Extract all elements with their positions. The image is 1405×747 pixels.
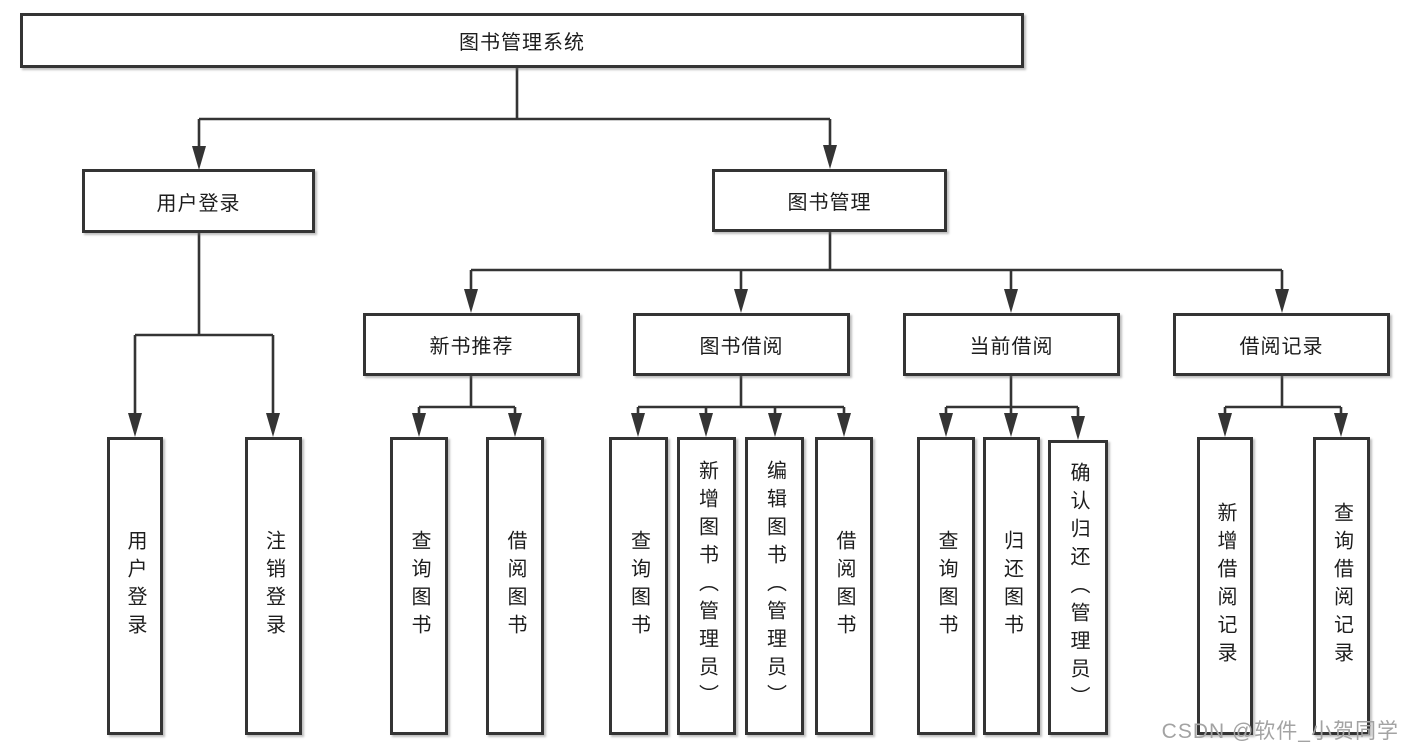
node-borrow-records: 借阅记录 <box>1173 313 1390 376</box>
arrowhead <box>266 413 280 437</box>
leaf-borrow-books: 借阅图书 <box>815 437 873 735</box>
connector-borrow-to-leaves <box>636 376 846 419</box>
leaf-recommend-query-books: 查询图书 <box>390 437 448 735</box>
arrowhead <box>128 413 142 437</box>
leaf-return-books: 归还图书 <box>983 437 1040 735</box>
leaf-add-books-admin: 新增图书（管理员） <box>677 437 736 735</box>
arrowhead <box>192 146 206 170</box>
leaf-confirm-return-admin: 确认归还（管理员） <box>1048 440 1108 735</box>
csdn-watermark: CSDN @软件_小贺同学 <box>1161 720 1399 743</box>
node-label: 归还图书 <box>1000 530 1023 642</box>
node-new-book-recommend: 新书推荐 <box>363 313 580 376</box>
node-label: 确认归还（管理员） <box>1067 461 1089 714</box>
node-label: 新书推荐 <box>429 336 514 358</box>
node-label: 图书管理系统 <box>459 32 585 54</box>
node-label: 查询图书 <box>408 530 430 642</box>
node-label: 图书借阅 <box>699 336 784 358</box>
node-label: 借阅图书 <box>833 530 855 642</box>
node-root-library-system: 图书管理系统 <box>20 13 1024 68</box>
arrowhead <box>508 413 522 437</box>
connector-newbook-to-leaves <box>417 376 517 419</box>
node-label: 注销登录 <box>262 530 285 642</box>
arrowhead <box>1218 413 1232 437</box>
node-label: 新增借阅记录 <box>1214 502 1236 670</box>
node-label: 图书管理 <box>787 192 872 214</box>
arrowhead <box>837 413 851 437</box>
node-label: 用户登录 <box>156 192 241 215</box>
connector-userlogin-to-leaves <box>133 233 275 419</box>
leaf-user-login: 用户登录 <box>107 437 163 735</box>
node-label: 编辑图书（管理员） <box>763 460 786 712</box>
node-book-borrow: 图书借阅 <box>633 313 850 376</box>
node-user-login: 用户登录 <box>82 169 315 233</box>
connector-current-to-leaves <box>944 376 1080 422</box>
leaf-edit-books-admin: 编辑图书（管理员） <box>745 437 804 735</box>
arrowhead <box>412 413 426 437</box>
leaf-borrow-query-books: 查询图书 <box>609 437 668 735</box>
arrowhead <box>734 289 748 313</box>
arrowhead <box>464 289 478 313</box>
arrowhead <box>1275 289 1289 313</box>
arrowhead <box>631 413 645 437</box>
leaf-current-query-books: 查询图书 <box>917 437 975 735</box>
node-current-borrow: 当前借阅 <box>903 313 1120 376</box>
connector-records-to-leaves <box>1223 376 1343 419</box>
connector-bookmgmt-to-level3 <box>469 232 1284 295</box>
node-label: 查询借阅记录 <box>1330 502 1353 670</box>
arrowhead <box>1071 416 1085 440</box>
arrowhead <box>939 413 953 437</box>
node-label: 当前借阅 <box>969 336 1054 358</box>
node-label: 用户登录 <box>124 530 146 642</box>
leaf-logout: 注销登录 <box>245 437 302 735</box>
node-label: 查询图书 <box>935 530 957 642</box>
arrowhead <box>768 413 782 437</box>
arrowhead <box>1004 289 1018 313</box>
leaf-recommend-borrow-books: 借阅图书 <box>486 437 544 735</box>
leaf-add-borrow-record: 新增借阅记录 <box>1197 437 1253 735</box>
node-label: 借阅图书 <box>504 530 526 642</box>
leaf-query-borrow-record: 查询借阅记录 <box>1313 437 1370 735</box>
node-book-management: 图书管理 <box>712 169 947 232</box>
node-label: 新增图书（管理员） <box>695 460 718 712</box>
arrowhead <box>823 145 837 169</box>
arrowhead <box>1004 413 1018 437</box>
node-label: 查询图书 <box>627 530 650 642</box>
connector-root-to-level2 <box>197 68 832 152</box>
node-label: 借阅记录 <box>1239 336 1324 358</box>
arrowhead <box>1334 413 1348 437</box>
arrowhead <box>699 413 713 437</box>
